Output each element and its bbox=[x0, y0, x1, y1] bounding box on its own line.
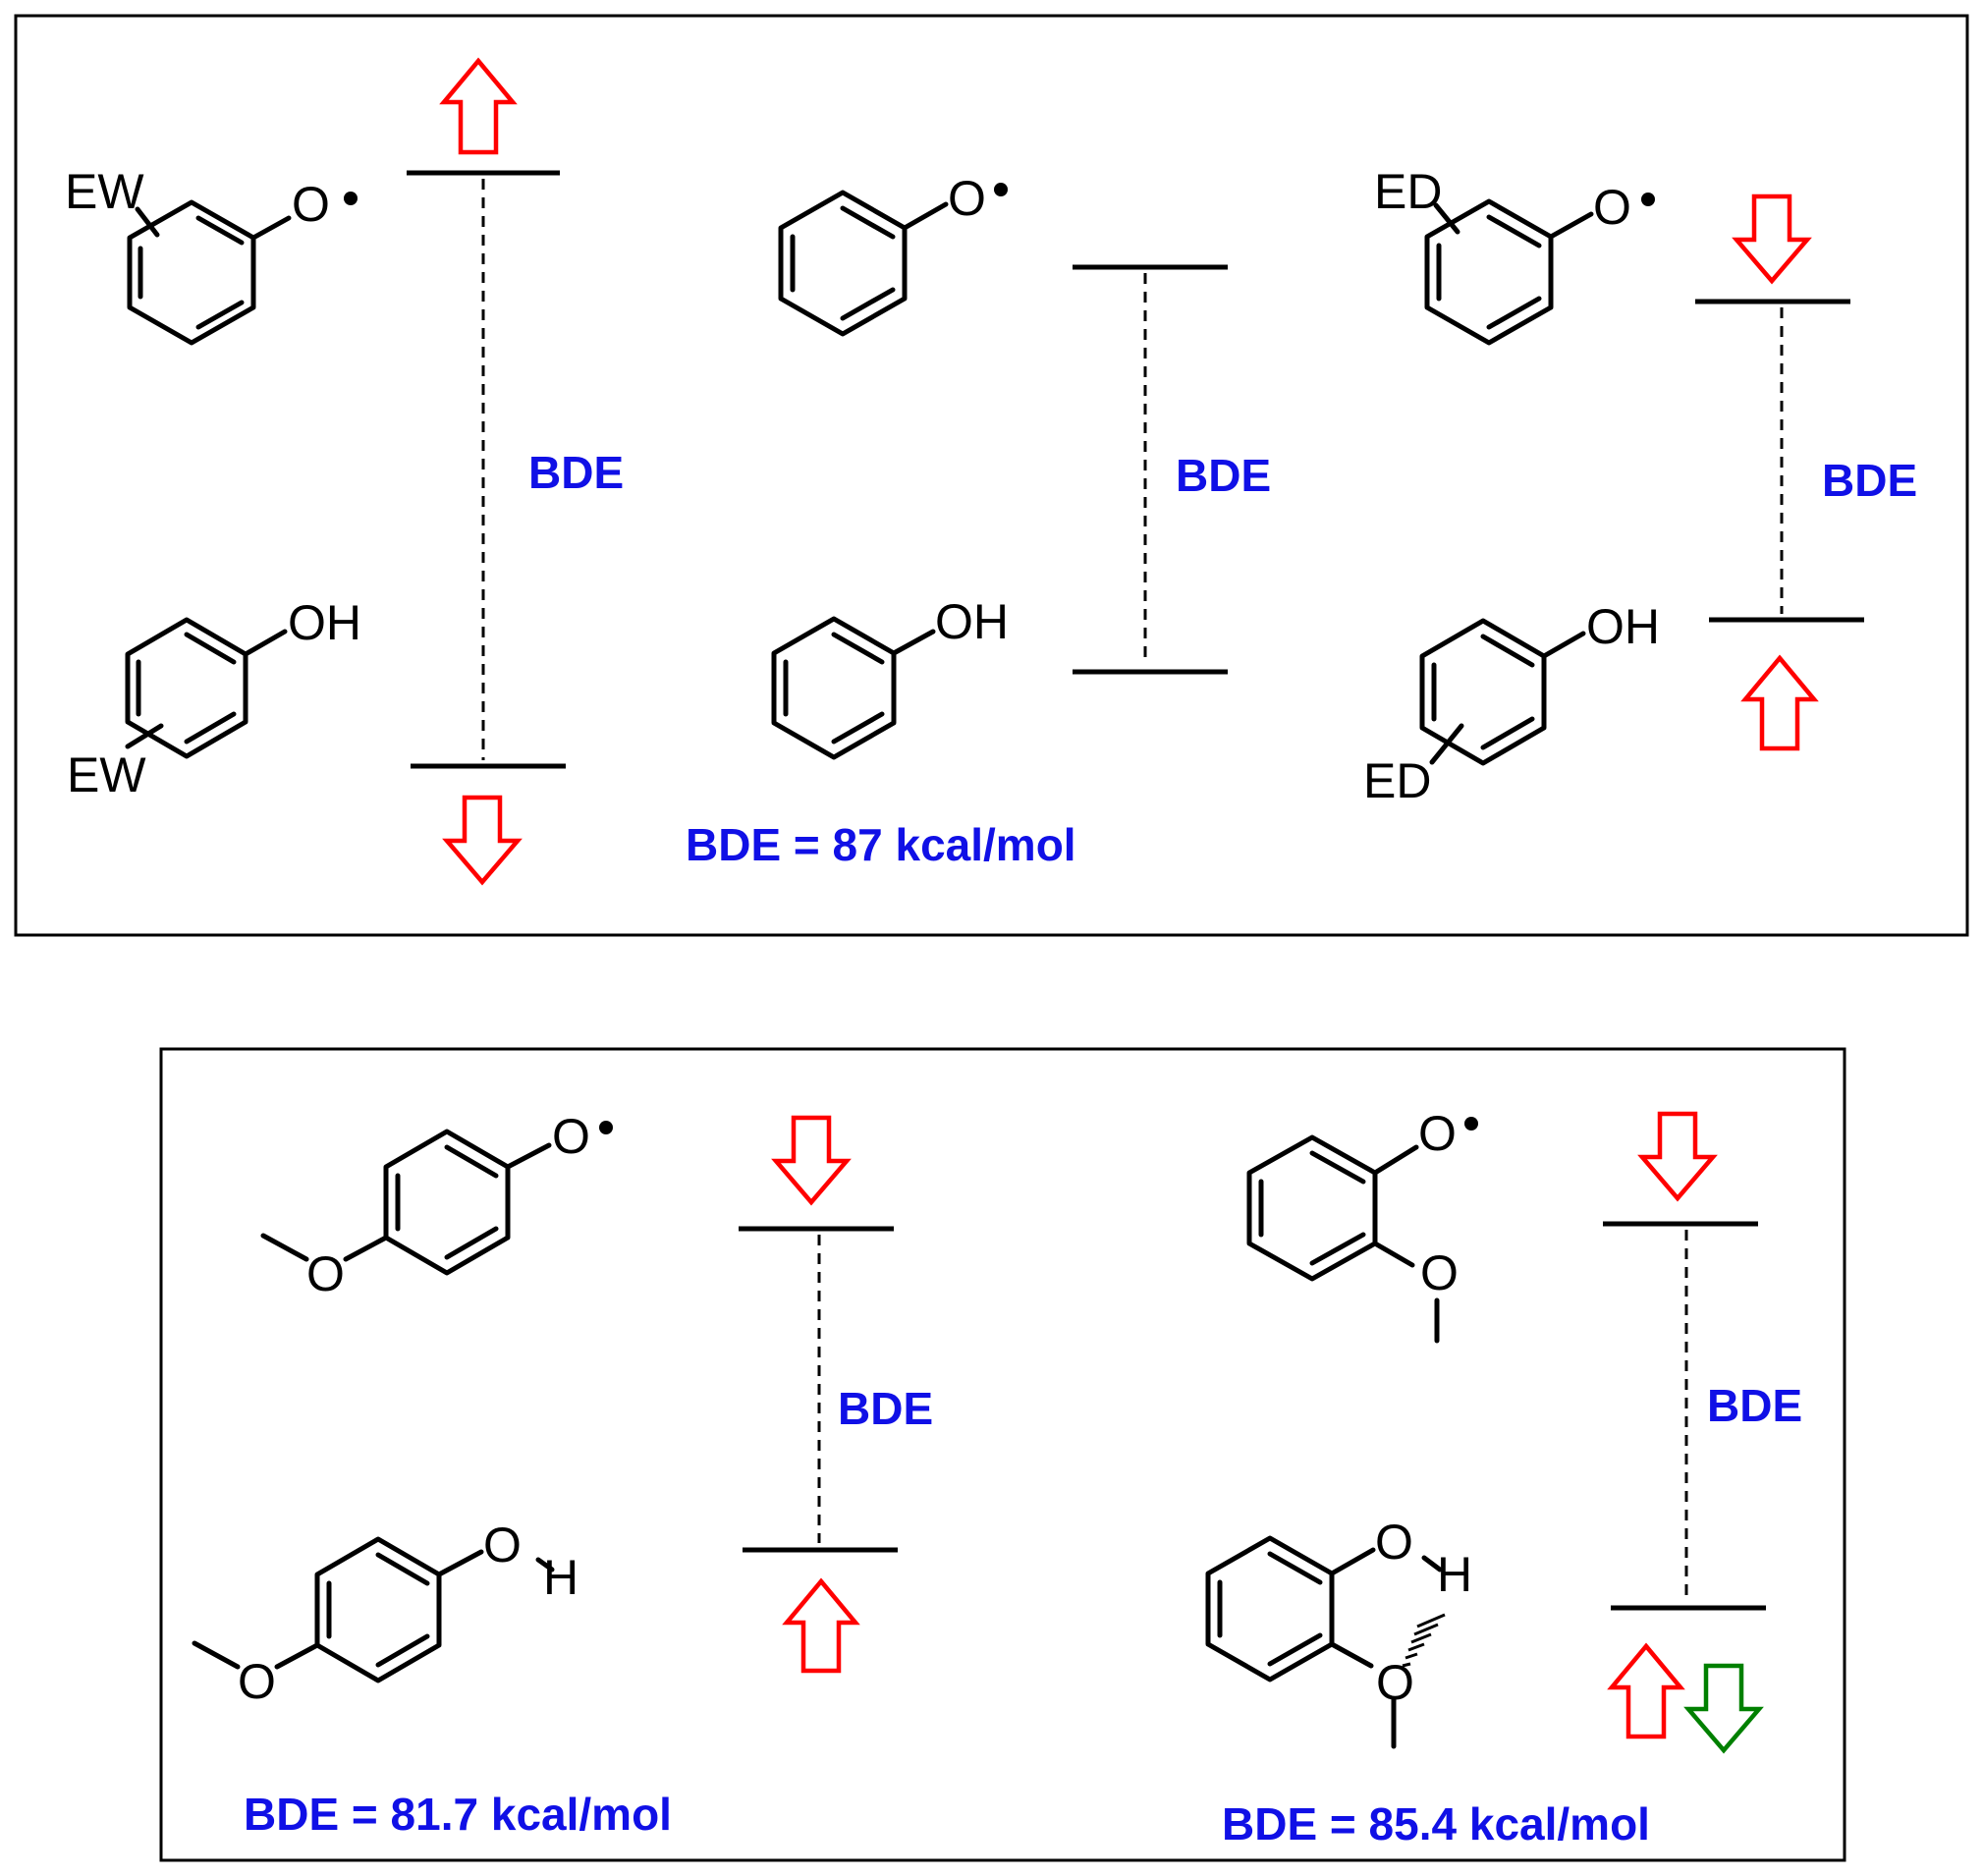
ortho-phenol-ether-oxygen-label: O bbox=[1376, 1655, 1414, 1710]
bottom-panel-frame bbox=[159, 1047, 1846, 1862]
ed-phenol: OH ED bbox=[1363, 599, 1660, 808]
ortho-methoxyphenol-bde-value: BDE = 85.4 kcal/mol bbox=[1222, 1798, 1650, 1849]
ew-substituent-label-phenol: EW bbox=[67, 747, 146, 802]
methoxyphenol-hydrogen-label: H bbox=[543, 1550, 578, 1605]
ed-radical-oxygen-label: O bbox=[1593, 180, 1631, 235]
methoxy-bde-label: BDE bbox=[838, 1383, 933, 1434]
phenoxyl-radical: O bbox=[778, 171, 1008, 337]
ew-energy-diagram: BDE bbox=[407, 57, 624, 886]
ew-substituent-label-radical: EW bbox=[65, 164, 144, 219]
ed-substituent-label-radical: ED bbox=[1374, 164, 1442, 219]
up-arrow-icon bbox=[782, 1577, 860, 1674]
up-arrow-icon bbox=[1740, 654, 1819, 751]
up-arrow-icon bbox=[439, 57, 518, 155]
bde-label: BDE bbox=[1176, 450, 1271, 501]
radical-dot bbox=[1464, 1117, 1478, 1131]
radical-dot bbox=[599, 1121, 613, 1134]
ortho-bde-label: BDE bbox=[1707, 1380, 1802, 1431]
methoxy-energy-diagram: BDE bbox=[739, 1115, 933, 1674]
ortho-methoxyphenoxyl-radical: O O bbox=[1246, 1106, 1478, 1344]
down-arrow-icon bbox=[1683, 1663, 1764, 1754]
methoxy-radical-oxygen-label: O bbox=[552, 1109, 590, 1164]
ew-hydroxyl-label: OH bbox=[288, 595, 361, 650]
down-arrow-icon bbox=[771, 1115, 852, 1206]
down-arrow-icon bbox=[1637, 1111, 1718, 1202]
ed-bde-label: BDE bbox=[1822, 455, 1917, 506]
ortho-radical-oxygen-label: O bbox=[1418, 1106, 1457, 1161]
ew-radical-oxygen-label: O bbox=[292, 177, 330, 232]
down-arrow-icon bbox=[442, 795, 523, 886]
methoxyphenol-bde-value: BDE = 81.7 kcal/mol bbox=[244, 1789, 672, 1840]
ortho-phenol-hydrogen-label: H bbox=[1437, 1547, 1472, 1602]
ortho-methoxyphenol: O H O bbox=[1205, 1515, 1472, 1749]
hydrogen-bond-wedge bbox=[1402, 1613, 1446, 1668]
down-arrow-icon bbox=[1732, 193, 1812, 285]
radical-dot bbox=[1641, 193, 1655, 206]
ew-bde-label: BDE bbox=[528, 447, 624, 498]
up-arrow-icon bbox=[1607, 1642, 1685, 1739]
phenol: OH bbox=[771, 594, 1009, 760]
ed-phenoxyl-radical: O ED bbox=[1374, 164, 1655, 346]
ortho-phenol-oxygen-label: O bbox=[1375, 1515, 1413, 1570]
methoxyphenol: O H O bbox=[192, 1517, 578, 1709]
phenol-bde-value: BDE = 87 kcal/mol bbox=[686, 819, 1076, 870]
methoxyphenol-ether-oxygen-label: O bbox=[238, 1654, 276, 1709]
hydroxyl-label: OH bbox=[935, 594, 1009, 649]
ew-phenoxyl-radical: O EW bbox=[65, 164, 358, 346]
methoxy-ether-oxygen-label: O bbox=[306, 1246, 345, 1301]
top-panel-frame bbox=[14, 14, 1969, 937]
radical-oxygen-label: O bbox=[948, 171, 986, 226]
methoxyphenol-oxygen-label: O bbox=[483, 1517, 522, 1573]
ew-phenol: OH EW bbox=[67, 595, 361, 802]
ed-energy-diagram: BDE bbox=[1695, 193, 1917, 751]
ortho-ether-oxygen-label: O bbox=[1420, 1245, 1459, 1300]
radical-dot bbox=[994, 183, 1008, 196]
ed-hydroxyl-label: OH bbox=[1586, 599, 1660, 654]
radical-dot bbox=[344, 192, 358, 205]
methoxyphenoxyl-radical: O O bbox=[260, 1109, 613, 1301]
phenol-energy-diagram: BDE bbox=[1073, 264, 1271, 675]
ed-substituent-label-phenol: ED bbox=[1363, 753, 1431, 808]
ortho-methoxy-energy-diagram: BDE bbox=[1603, 1111, 1802, 1754]
